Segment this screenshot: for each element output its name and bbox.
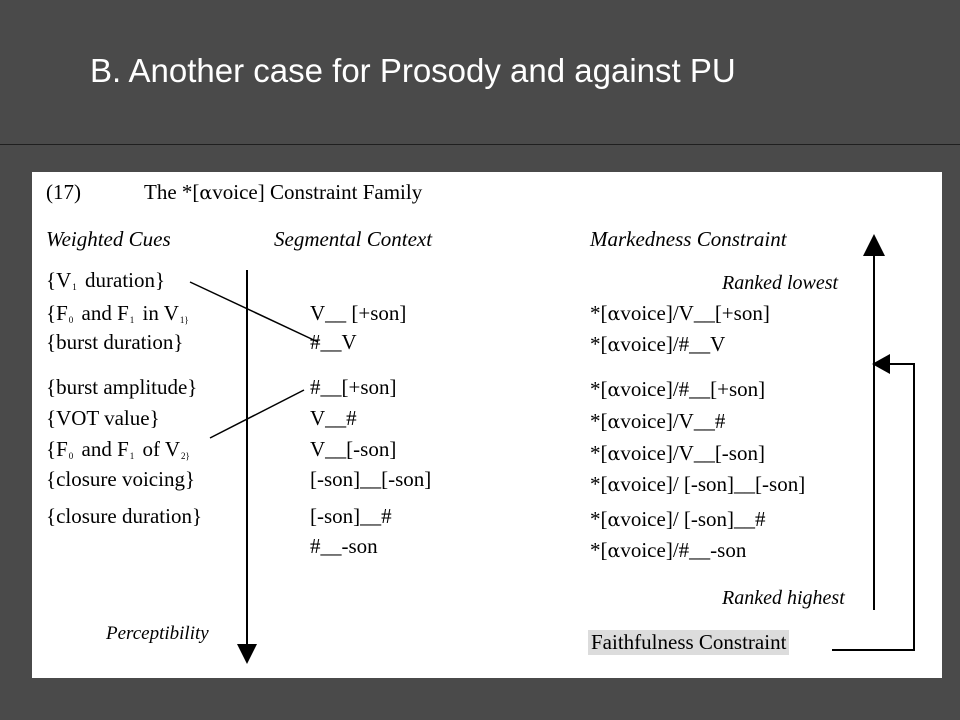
header-weighted-cues: Weighted Cues xyxy=(46,227,171,251)
faithfulness-feedback-line xyxy=(832,363,915,651)
perceptibility-arrowhead xyxy=(237,644,257,664)
constraint-greek: α xyxy=(607,334,621,356)
cue-text: {V xyxy=(46,268,72,292)
ranked-lowest-label: Ranked lowest xyxy=(722,272,839,294)
constraint-greek: α xyxy=(607,411,621,433)
constraint-greek: α xyxy=(607,443,621,465)
diagram-lines xyxy=(189,234,915,664)
constraint-row: *[αvoice]/V__# xyxy=(590,411,725,432)
constraint-text: voice]/ [-son]__# xyxy=(620,507,766,531)
cue-burst-amplitude: {burst amplitude} xyxy=(46,375,198,399)
figure-title: The *[αvoice] Constraint Family xyxy=(144,182,422,203)
faithfulness-arrowhead-left xyxy=(872,354,890,374)
cue-sub: 2} xyxy=(181,451,190,461)
constraint-text: voice]/V__# xyxy=(620,409,726,433)
cue-text: in V xyxy=(137,301,179,325)
constraint-text: voice]/#__V xyxy=(620,332,726,356)
constraint-family-figure: (17) The *[αvoice] Constraint Family Wei… xyxy=(32,172,942,678)
constraint-prefix: *[ xyxy=(590,441,608,465)
constraint-text: voice]/V__[-son] xyxy=(620,441,765,465)
constraint-row: *[αvoice]/V__[-son] xyxy=(590,443,765,464)
cue-sub: 1} xyxy=(179,315,189,325)
perceptibility-label: Perceptibility xyxy=(106,623,209,644)
ranked-highest-label: Ranked highest xyxy=(722,587,845,609)
cue-text: and F xyxy=(76,301,129,325)
title-rule xyxy=(0,144,960,145)
context-word-initial-plus-son: #__[+son] xyxy=(310,375,397,399)
context-word-initial-v: #__V xyxy=(310,330,357,354)
cue-closure-duration: {closure duration} xyxy=(46,504,203,528)
cue-text: and F xyxy=(76,437,129,461)
constraint-prefix: *[ xyxy=(590,538,608,562)
constraint-prefix: *[ xyxy=(590,472,608,496)
figure-title-greek: α xyxy=(199,182,213,204)
context-v-plus-son: V__ [+son] xyxy=(310,301,407,325)
ranking-arrowhead-up xyxy=(863,234,885,256)
constraint-row: *[αvoice]/ [-son]__[-son] xyxy=(590,474,805,495)
context-v-minus-son: V__[-son] xyxy=(310,437,397,461)
slide-title: B. Another case for Prosody and against … xyxy=(90,52,736,89)
constraint-text: voice]/V__[+son] xyxy=(620,301,770,325)
cue-text: {F xyxy=(46,301,68,325)
context-v-word-final: V__# xyxy=(310,406,357,430)
cue-vot-value: {VOT value} xyxy=(46,406,160,430)
cue-closure-voicing: {closure voicing} xyxy=(46,467,196,491)
constraint-greek: α xyxy=(607,509,621,531)
constraint-greek: α xyxy=(607,379,621,401)
constraint-prefix: *[ xyxy=(590,332,608,356)
cue-f0-f1-of-v2: {F0 and F1 of V2} xyxy=(46,439,193,461)
header-segmental-context: Segmental Context xyxy=(274,227,433,251)
constraint-row: *[αvoice]/ [-son]__# xyxy=(590,509,766,530)
connector-f0-f1-v2 xyxy=(209,389,305,439)
figure-number: (17) xyxy=(46,180,81,204)
cue-sub: 0 xyxy=(68,315,74,325)
cue-sub: 1 xyxy=(72,282,77,292)
constraint-row: *[αvoice]/V__[+son] xyxy=(590,303,770,324)
faithfulness-constraint-label: Faithfulness Constraint xyxy=(588,630,790,655)
constraint-greek: α xyxy=(607,474,621,496)
cue-f0-f1-in-v1: {F0 and F1 in V1} xyxy=(46,303,192,325)
figure-title-prefix: The *[ xyxy=(144,180,200,204)
cue-burst-duration: {burst duration} xyxy=(46,330,184,354)
context-minus-son-minus-son: [-son]__[-son] xyxy=(310,467,432,491)
cue-text: of V xyxy=(137,437,181,461)
cue-text: duration} xyxy=(79,268,166,292)
constraint-text: voice]/#__-son xyxy=(620,538,747,562)
context-word-initial-minus-son: #__-son xyxy=(310,534,378,558)
constraint-text: voice]/#__[+son] xyxy=(620,377,766,401)
constraint-row: *[αvoice]/#__[+son] xyxy=(590,379,765,400)
connector-v1-duration xyxy=(189,281,319,343)
context-minus-son-word-final: [-son]__# xyxy=(310,504,392,528)
cue-sub: 0 xyxy=(68,451,74,461)
figure-title-suffix: voice] Constraint Family xyxy=(212,180,423,204)
constraint-prefix: *[ xyxy=(590,409,608,433)
cue-sub: 1 xyxy=(129,315,135,325)
constraint-text: voice]/ [-son]__[-son] xyxy=(620,472,806,496)
cue-sub: 1 xyxy=(129,451,135,461)
constraint-prefix: *[ xyxy=(590,507,608,531)
constraint-prefix: *[ xyxy=(590,377,608,401)
constraint-prefix: *[ xyxy=(590,301,608,325)
cue-text: {F xyxy=(46,437,68,461)
constraint-row: *[αvoice]/#__V xyxy=(590,334,725,355)
header-markedness-constraint: Markedness Constraint xyxy=(590,227,787,251)
constraint-greek: α xyxy=(607,303,621,325)
constraint-greek: α xyxy=(607,540,621,562)
cue-v1-duration: {V1 duration} xyxy=(46,270,165,292)
constraint-row: *[αvoice]/#__-son xyxy=(590,540,746,561)
